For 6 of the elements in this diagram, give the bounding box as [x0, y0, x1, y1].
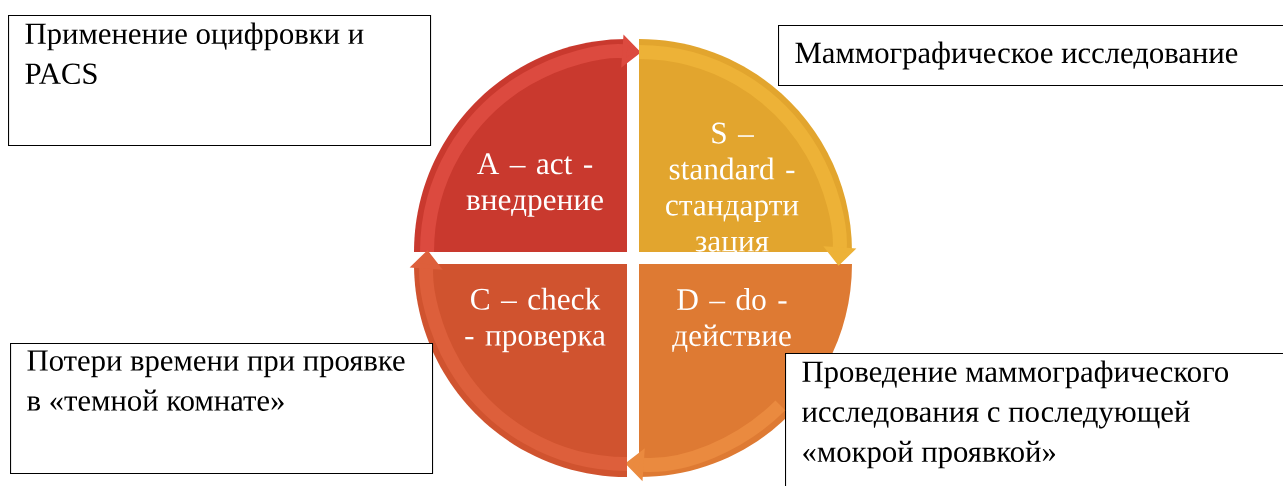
quadrant: C – check - проверка: [414, 264, 627, 477]
text-box: Проведение маммографического исследования с последующей «мокрой проявкой»: [785, 353, 1283, 486]
quadrant: A – act - внедрение: [414, 39, 627, 252]
text-box: Маммографическое исследование: [778, 25, 1283, 87]
text-box: Применение оцифровки и PACS: [8, 15, 432, 147]
text-box: Потери времени при проявке в «темной комнате»: [10, 343, 434, 475]
